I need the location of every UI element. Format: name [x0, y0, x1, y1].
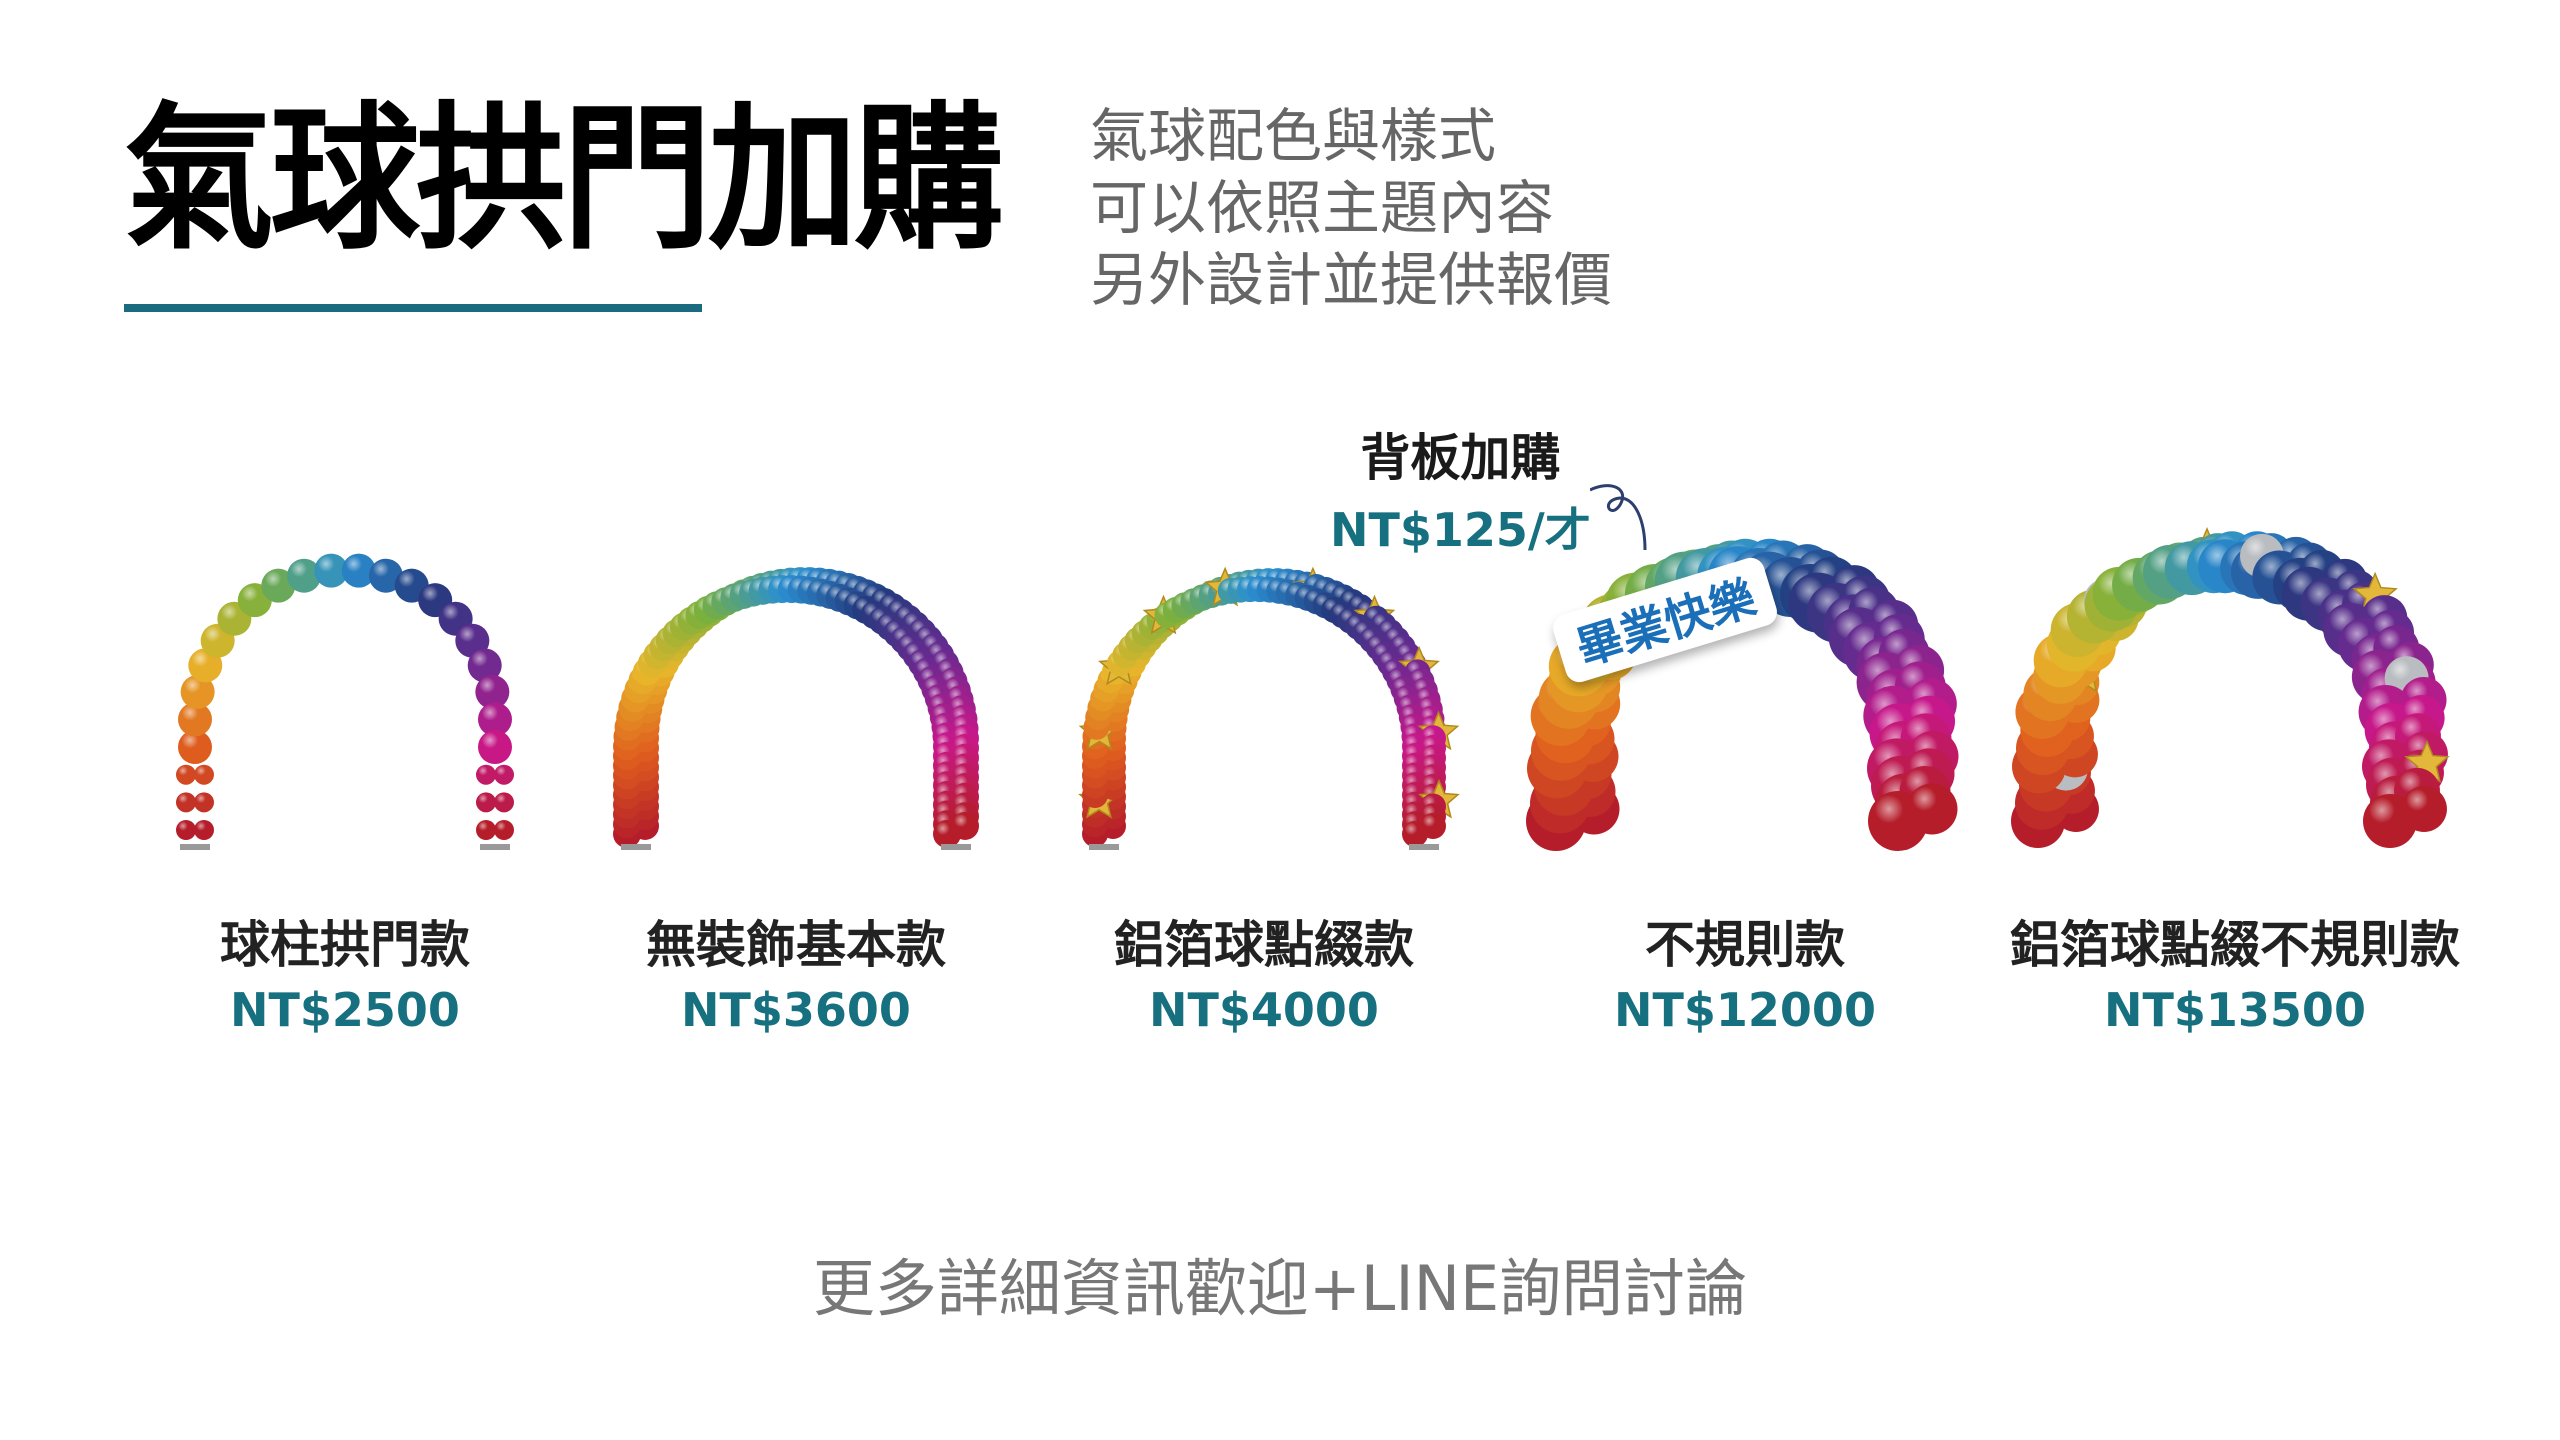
balloon-shine [467, 648, 502, 683]
balloon-shine [178, 702, 213, 737]
balloon-shine [951, 812, 979, 840]
arch-base [480, 844, 510, 850]
arch-item: 鋁箔球點綴不規則款 NT$13500 [1975, 905, 2495, 1037]
addon-price: NT$125/才 [1330, 503, 1591, 557]
balloon-shine [261, 568, 296, 603]
page-title: 氣球拱門加購 [124, 88, 1004, 272]
item-name: 無裝飾基本款 [646, 916, 946, 974]
balloon-shine [475, 674, 510, 709]
balloon-arches [176, 526, 2450, 851]
balloon-shine [1420, 813, 1446, 839]
balloon-shine [176, 820, 196, 840]
arch-base [180, 844, 210, 850]
addon-label: 背板加購 [1360, 429, 1561, 487]
balloon-shine [176, 792, 196, 813]
item-price: NT$12000 [1614, 983, 1876, 1037]
subtitle: 氣球配色與樣式 可以依照主題內容 另外設計並提供報價 [1090, 100, 1612, 316]
balloon-shine [178, 730, 212, 765]
subtitle-line: 另外設計並提供報價 [1090, 246, 1613, 314]
item-name: 鋁箔球點綴不規則款 [2010, 916, 2460, 974]
balloon-shine [287, 558, 322, 593]
title-underline [124, 304, 702, 312]
balloon-shine [494, 820, 514, 840]
balloon-shine [476, 820, 496, 840]
item-price: NT$4000 [1149, 983, 1379, 1037]
arch-item: 無裝飾基本款 NT$3600 [536, 905, 1056, 1037]
item-name: 鋁箔球點綴款 [1114, 916, 1414, 974]
item-name: 不規則款 [1645, 916, 1845, 974]
arch-base [941, 844, 971, 850]
backboard-addon: 背板加購 NT$125/才 [1330, 418, 1591, 560]
arch-item: 球柱拱門款 NT$2500 [85, 905, 605, 1037]
balloon-shine [494, 792, 514, 813]
balloon-shine [476, 764, 496, 785]
balloon-shine [180, 674, 215, 709]
arch-item: 鋁箔球點綴款 NT$4000 [1004, 905, 1524, 1037]
arch-item: 不規則款 NT$12000 [1485, 905, 2005, 1037]
balloon-shine [476, 792, 496, 813]
arch-base [1089, 844, 1119, 850]
balloon-shine [477, 702, 512, 737]
item-name: 球柱拱門款 [220, 916, 470, 974]
balloon-shine [368, 558, 403, 593]
balloon-shine [194, 820, 214, 840]
item-price: NT$13500 [2104, 983, 2366, 1037]
arch-base [1409, 844, 1439, 850]
balloon-shine [194, 792, 214, 813]
footer-text: 更多詳細資訊歡迎+LINE詢問討論 [812, 1252, 1748, 1325]
balloon-shine [494, 764, 514, 785]
balloon-shine [176, 764, 196, 785]
item-price: NT$3600 [681, 983, 911, 1037]
balloon-shine [194, 764, 214, 785]
balloon-shine [2401, 786, 2447, 832]
balloon-shine [1906, 783, 1958, 835]
subtitle-line: 可以依照主題內容 [1090, 174, 1555, 242]
balloon-shine [478, 730, 512, 765]
balloon-shine [341, 553, 376, 588]
subtitle-line: 氣球配色與樣式 [1090, 102, 1497, 170]
item-price: NT$2500 [230, 983, 460, 1037]
arch-base [621, 844, 651, 850]
balloon-shine [314, 553, 349, 588]
curly-arrow-icon [1590, 484, 1647, 551]
